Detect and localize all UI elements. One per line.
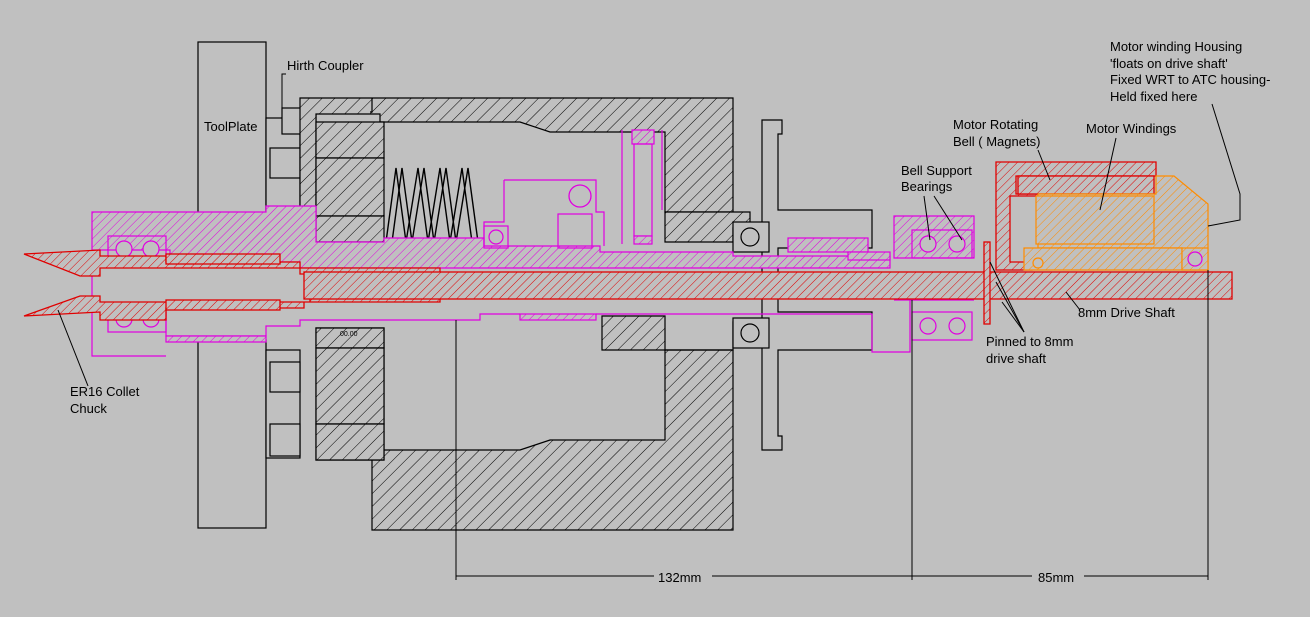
drawbar-ball bbox=[568, 184, 592, 208]
winding-bearing-right bbox=[1187, 251, 1203, 267]
bell-bearing-top-ball-1 bbox=[919, 235, 937, 253]
red-shaft-assembly bbox=[23, 161, 1233, 325]
bell-support-label-line2: Bearings bbox=[901, 179, 953, 194]
bell-support-label-line1: Bell Support bbox=[901, 163, 972, 178]
motor-windings bbox=[1035, 195, 1155, 245]
motor-winding-housing bbox=[1023, 175, 1209, 271]
pinned-leader-2 bbox=[995, 281, 1025, 333]
bell-bearing-leader-1 bbox=[923, 195, 931, 241]
rotating-bell-label-line2: Bell ( Magnets) bbox=[953, 134, 1040, 149]
toolplate-bottom bbox=[197, 339, 267, 529]
collet-leader bbox=[57, 309, 89, 387]
drawbar-small-bearing-ball bbox=[488, 229, 504, 245]
spindle-rear-top bbox=[893, 215, 975, 259]
shaft-pin bbox=[983, 241, 991, 325]
hirth-tooth-bottom-2 bbox=[269, 423, 301, 457]
pinned-leader-3 bbox=[1001, 301, 1025, 333]
drive-shaft bbox=[303, 271, 1233, 300]
bell-bearing-bottom-ball-1 bbox=[919, 317, 937, 335]
spindle-bottom-sleeve bbox=[519, 313, 597, 321]
bell-bearing-top-ball-2 bbox=[948, 235, 966, 253]
hirth-tooth-top-2 bbox=[269, 147, 301, 179]
bell-bearing-bottom-ball-2 bbox=[948, 317, 966, 335]
collet-label-line1: ER16 Collet bbox=[70, 384, 140, 399]
dimension-85-label: 85mm bbox=[1038, 570, 1074, 585]
toolplate-top bbox=[197, 41, 267, 229]
rear-housing-plate bbox=[732, 119, 873, 451]
rear-plate-outline bbox=[761, 119, 873, 451]
hirth-coupler-group bbox=[265, 107, 317, 459]
rear-bearing-bottom-ball bbox=[740, 323, 760, 343]
collet-top-sleeve bbox=[165, 253, 281, 265]
small-dimension-label: 00.00 bbox=[340, 331, 358, 338]
hirth-coupler-label: Hirth Coupler bbox=[287, 58, 364, 73]
bell-bearing-leader-2 bbox=[933, 195, 963, 241]
windings-label: Motor Windings bbox=[1086, 121, 1177, 136]
housing-label-line3: Fixed WRT to ATC housing- bbox=[1110, 72, 1270, 87]
windings-leader bbox=[1099, 137, 1117, 211]
winding-base bbox=[1023, 247, 1183, 271]
housing-leader bbox=[1207, 103, 1241, 227]
drawbar-rod-end bbox=[633, 235, 653, 245]
housing-top-block-c bbox=[315, 215, 385, 243]
toolplate-label: ToolPlate bbox=[204, 119, 257, 134]
housing-label-line4: Held fixed here bbox=[1110, 89, 1197, 104]
housing-label-line1: Motor winding Housing bbox=[1110, 39, 1242, 54]
hirth-leader bbox=[281, 73, 286, 122]
spindle-rear-collar bbox=[847, 251, 891, 261]
bell-bearing-top bbox=[911, 229, 973, 259]
housing-bottom-flange bbox=[601, 315, 749, 351]
dimension-132-label: 132mm bbox=[658, 570, 701, 585]
rear-bearing-top-ball bbox=[740, 227, 760, 247]
pinned-leader-1 bbox=[989, 261, 1025, 333]
dimension-lines bbox=[455, 270, 1209, 580]
winding-bearing-left bbox=[1032, 257, 1044, 269]
housing-top-block-a bbox=[315, 121, 385, 159]
housing-bottom-block-c bbox=[315, 423, 385, 461]
hirth-tooth-bottom-1 bbox=[269, 361, 301, 393]
housing-label-line2: 'floats on drive shaft' bbox=[1110, 56, 1228, 71]
labels: ToolPlate Hirth Coupler ER16 Collet Chuc… bbox=[70, 39, 1270, 585]
collet-label-line2: Chuck bbox=[70, 401, 107, 416]
drive-shaft-label: 8mm Drive Shaft bbox=[1078, 305, 1175, 320]
drawbar-small-bearing bbox=[483, 225, 509, 249]
collet-bottom-sleeve bbox=[165, 299, 281, 311]
pinned-label-line1: Pinned to 8mm bbox=[986, 334, 1073, 349]
drawbar-rod bbox=[633, 143, 653, 237]
spindle-bottom-rear bbox=[596, 300, 911, 353]
bell-magnets bbox=[1017, 175, 1155, 195]
front-bearing-top-ball-1 bbox=[115, 240, 133, 258]
leader-lines bbox=[57, 73, 1241, 387]
housing-top-block-b bbox=[315, 157, 385, 217]
toolplate-group bbox=[197, 41, 267, 529]
rotating-bell-label-line1: Motor Rotating bbox=[953, 117, 1038, 132]
shaft-leader bbox=[1065, 291, 1081, 311]
pinned-label-line2: drive shaft bbox=[986, 351, 1046, 366]
bell-leader bbox=[1037, 149, 1051, 181]
drawbar-block bbox=[557, 213, 593, 249]
drawbar-cap bbox=[631, 129, 655, 145]
spindle-bottom-lip bbox=[165, 335, 267, 343]
spindle-left-outline bbox=[91, 250, 166, 357]
magenta-spindle bbox=[91, 129, 975, 357]
front-bearing-top-ball-2 bbox=[142, 240, 160, 258]
spindle-rear-sleeve bbox=[787, 237, 869, 253]
housing-bottom-block-b bbox=[315, 347, 385, 425]
main-housing bbox=[299, 97, 751, 531]
